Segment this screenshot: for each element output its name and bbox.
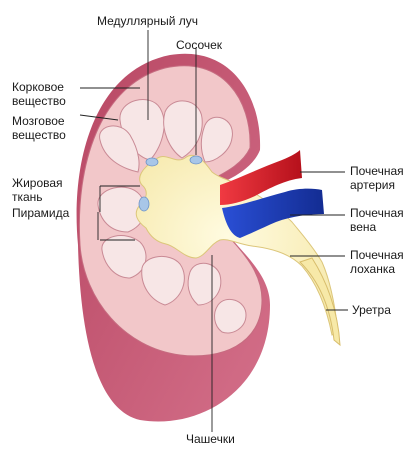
renal-artery-label-line2: артерия: [350, 178, 395, 192]
fat-tissue-label-line2: ткань: [12, 190, 43, 204]
medulla-label-line2: вещество: [12, 128, 66, 142]
pyramid: [99, 125, 140, 173]
renal-artery: [220, 150, 302, 205]
calyces-label: Чашечки: [186, 432, 235, 446]
renal-vein: [222, 188, 324, 238]
pyramid: [187, 262, 222, 306]
pyramid: [141, 256, 185, 306]
renal-vein-label-line2: вена: [350, 220, 377, 234]
renal-artery-label-line1: Почечная: [350, 164, 404, 178]
fat-tissue-label-line1: Жировая: [12, 176, 63, 190]
papilla-label: Сосочек: [176, 38, 223, 52]
pyramid-label: Пирамида: [12, 206, 70, 220]
renal-pelvis-label-line2: лоханка: [350, 262, 396, 276]
ureter-label: Уретра: [352, 303, 391, 317]
pyramid: [200, 116, 233, 163]
fat-tissue: [138, 155, 203, 212]
leader-lines: [79, 30, 348, 432]
renal-pelvis-label-line1: Почечная: [350, 248, 404, 262]
cortex-label-line1: Корковое: [12, 80, 64, 94]
pyramid: [214, 298, 247, 334]
medulla-label-line1: Мозговое: [12, 114, 65, 128]
renal-pyramids: [97, 99, 247, 334]
cortex-label-line2: вещество: [12, 94, 66, 108]
medullary-ray-label: Медуллярный луч: [97, 14, 198, 28]
renal-vein-label-line1: Почечная: [350, 206, 404, 220]
ureter: [299, 257, 341, 347]
pyramid: [163, 100, 203, 159]
